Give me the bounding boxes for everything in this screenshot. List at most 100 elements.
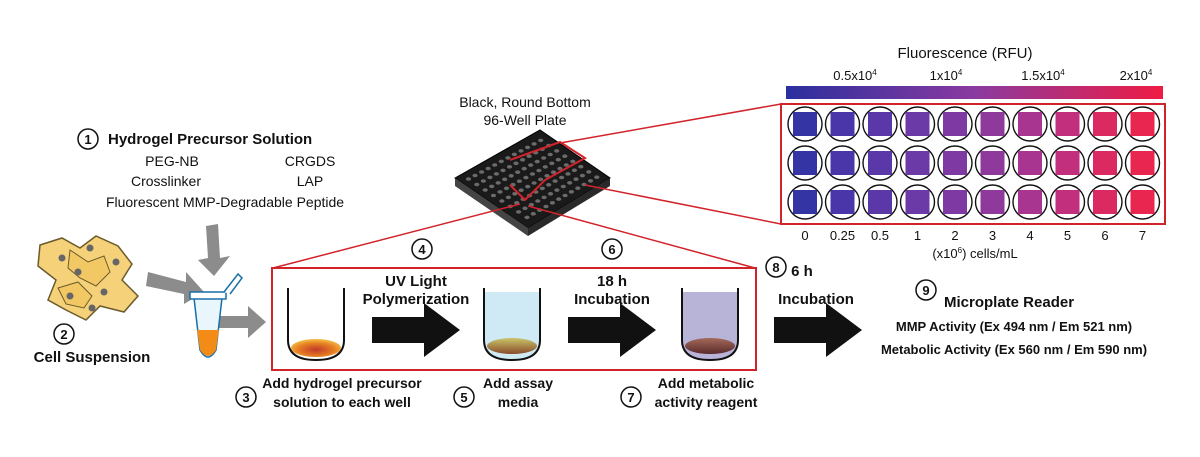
well-fluorescence-square bbox=[905, 190, 930, 214]
connector-line bbox=[559, 103, 782, 144]
step-9-badge bbox=[915, 279, 937, 301]
well-column-label: 0.25 bbox=[830, 228, 855, 243]
well-grid-frame bbox=[780, 103, 1166, 225]
well-with-media bbox=[483, 284, 541, 362]
gray-arrow bbox=[218, 306, 266, 338]
step-3-badge bbox=[235, 386, 257, 408]
well-axis-label: (x106) cells/mL bbox=[932, 246, 1017, 261]
well-fluorescence-square bbox=[793, 151, 817, 175]
well-fluorescence-square bbox=[905, 151, 930, 175]
step-6-label: 18 h bbox=[597, 273, 627, 290]
well-fluorescence-square bbox=[1093, 190, 1117, 214]
well-fluorescence-square bbox=[1130, 151, 1155, 175]
well-fluorescence-square bbox=[1130, 112, 1155, 136]
well-fluorescence-square bbox=[1018, 190, 1042, 214]
step-7-badge bbox=[620, 386, 642, 408]
step-6-badge bbox=[601, 238, 623, 260]
step-4-label: Polymerization bbox=[363, 291, 470, 308]
plate-title-line2: 96-Well Plate bbox=[483, 112, 566, 128]
well-column-label: 3 bbox=[989, 228, 996, 243]
step-2-label: Cell Suspension bbox=[34, 349, 151, 366]
step-5-label: media bbox=[498, 394, 539, 410]
well-fluorescence-square bbox=[1093, 112, 1117, 136]
well-fluorescence-square bbox=[943, 151, 967, 175]
precursor-item: Crosslinker bbox=[131, 173, 201, 189]
step-7-number: 7 bbox=[627, 390, 634, 405]
well-fluorescence-square bbox=[1093, 151, 1117, 175]
step-5-number: 5 bbox=[460, 390, 467, 405]
well-fluorescence-square bbox=[905, 112, 930, 136]
well-fluorescence-square bbox=[868, 151, 892, 175]
step-9-line: MMP Activity (Ex 494 nm / Em 521 nm) bbox=[896, 319, 1132, 334]
well-column-label: 0 bbox=[801, 228, 808, 243]
process-box bbox=[271, 267, 757, 371]
well-fluorescence-square bbox=[980, 190, 1005, 214]
well-column-labels: 0 0.25 0.5 1 2 3 4 5 6 7 bbox=[801, 228, 1146, 243]
cells-image bbox=[37, 235, 140, 321]
step-7-label: activity reagent bbox=[655, 394, 758, 410]
well-fluorescence-square bbox=[1018, 112, 1042, 136]
well-grid bbox=[787, 106, 1161, 220]
precursor-item: PEG-NB bbox=[145, 153, 199, 169]
step-3-label: Add hydrogel precursor bbox=[262, 375, 422, 391]
step-9-number: 9 bbox=[922, 283, 929, 298]
well-column-label: 6 bbox=[1101, 228, 1108, 243]
step-5-badge bbox=[453, 386, 475, 408]
well-fluorescence-square bbox=[1130, 190, 1155, 214]
step-4-number: 4 bbox=[418, 242, 426, 257]
step-4-label: UV Light bbox=[385, 273, 447, 290]
colorbar-tick-label: 2x104 bbox=[1120, 68, 1153, 83]
well-column-label: 1 bbox=[914, 228, 921, 243]
well-with-reagent bbox=[681, 288, 739, 362]
well-fluorescence-square bbox=[943, 190, 967, 214]
well-fluorescence-square bbox=[830, 151, 855, 175]
well-fluorescence-square bbox=[980, 151, 1005, 175]
step-9-line: Metabolic Activity (Ex 560 nm / Em 590 n… bbox=[881, 342, 1147, 357]
step-1-number: 1 bbox=[84, 132, 91, 147]
process-arrow bbox=[372, 303, 460, 357]
well-column-label: 0.5 bbox=[871, 228, 889, 243]
step-5-label: Add assay bbox=[483, 375, 553, 391]
well-fluorescence-square bbox=[868, 112, 892, 136]
step-8-badge bbox=[765, 256, 787, 278]
step-1-title: Hydrogel Precursor Solution bbox=[108, 131, 312, 148]
process-arrow bbox=[568, 303, 656, 357]
colorbar-tick-label: 1x104 bbox=[930, 68, 963, 83]
well-column-label: 4 bbox=[1026, 228, 1033, 243]
well-column-label: 5 bbox=[1064, 228, 1071, 243]
step-4-badge bbox=[411, 238, 433, 260]
well-plate-image bbox=[454, 129, 611, 236]
colorbar-title: Fluorescence (RFU) bbox=[897, 45, 1032, 62]
plate-title-line1: Black, Round Bottom bbox=[459, 94, 591, 110]
well-fluorescence-square bbox=[830, 190, 855, 214]
well-fluorescence-square bbox=[980, 112, 1005, 136]
step-6-label: Incubation bbox=[574, 291, 650, 308]
well-fluorescence-square bbox=[1055, 151, 1080, 175]
tube-image bbox=[189, 272, 243, 358]
step-3-number: 3 bbox=[242, 390, 249, 405]
step-8-number: 8 bbox=[772, 260, 779, 275]
well-column-label: 7 bbox=[1139, 228, 1146, 243]
step-2-badge bbox=[53, 323, 75, 345]
well-column-label: 2 bbox=[951, 228, 958, 243]
well-fluorescence-square bbox=[793, 112, 817, 136]
well-fluorescence-square bbox=[868, 190, 892, 214]
step-3-label: solution to each well bbox=[273, 394, 411, 410]
step-7-label: Add metabolic bbox=[658, 375, 755, 391]
step-9-title: Microplate Reader bbox=[944, 294, 1074, 311]
precursor-item: LAP bbox=[297, 173, 323, 189]
step-2-number: 2 bbox=[60, 327, 67, 342]
well-fluorescence-square bbox=[943, 112, 967, 136]
step-1-badge bbox=[77, 128, 99, 150]
step-8-label: Incubation bbox=[778, 291, 854, 308]
colorbar bbox=[786, 86, 1163, 99]
well-fluorescence-square bbox=[830, 112, 855, 136]
well-with-gel bbox=[287, 288, 345, 362]
well-fluorescence-square bbox=[1055, 112, 1080, 136]
process-arrow bbox=[774, 303, 862, 357]
precursor-item: Fluorescent MMP-Degradable Peptide bbox=[106, 194, 344, 210]
step-8-label: 6 h bbox=[791, 263, 813, 280]
well-fluorescence-square bbox=[793, 190, 817, 214]
well-fluorescence-square bbox=[1018, 151, 1042, 175]
